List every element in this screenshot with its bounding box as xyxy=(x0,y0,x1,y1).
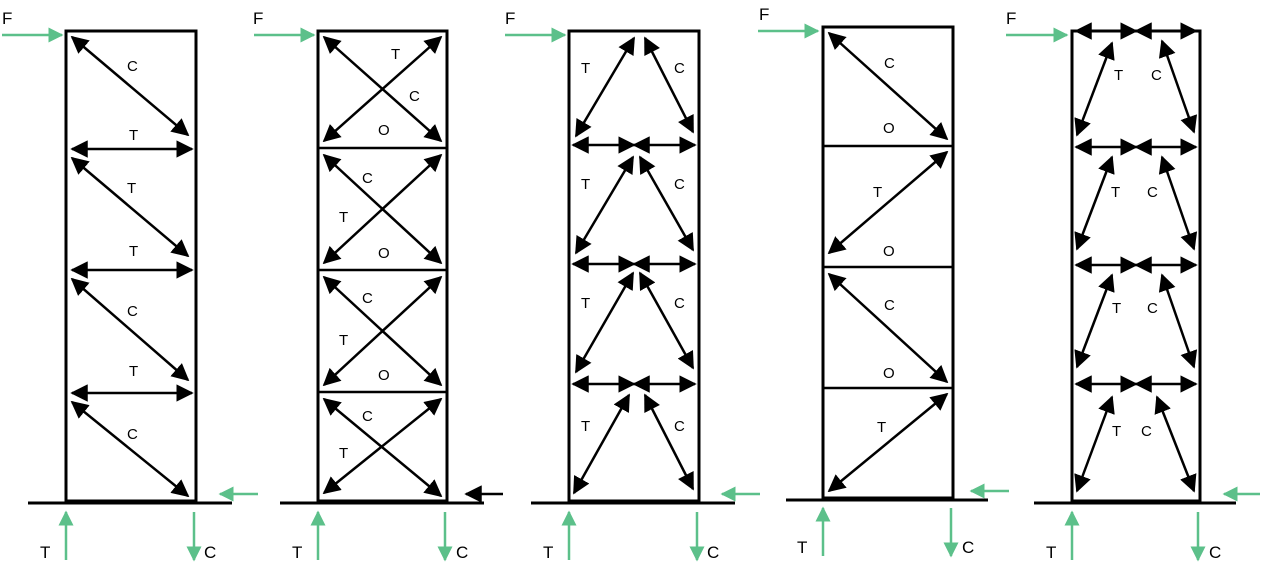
frame-1-label-4: T xyxy=(129,243,138,260)
frame-5-strut-2-right xyxy=(1158,155,1198,251)
frame-5-force-label: F xyxy=(1006,9,1016,28)
frame-1-reaction-left-label: T xyxy=(40,543,50,562)
frame-1-force-label: F xyxy=(2,9,12,28)
frame-5-reaction-right-label: C xyxy=(1209,543,1221,562)
frame-5-strut-3-right xyxy=(1158,273,1198,369)
frame-4: C O T O C O T F T C xyxy=(758,5,1009,558)
frame-3-label-7: T xyxy=(581,418,590,435)
frame-2-label-1: T xyxy=(391,46,400,63)
frame-1: C T T T C T C F T C xyxy=(2,9,258,562)
frame-1-label-6: T xyxy=(129,363,138,380)
frame-5-reaction-left-label: T xyxy=(1046,543,1056,562)
frame-2-diagonal-1b xyxy=(322,35,443,143)
frame-5-strut-4-left xyxy=(1074,395,1115,493)
frame-1-label-1: C xyxy=(127,58,138,75)
frame-4-label-1: C xyxy=(884,55,895,72)
frame-2-reaction-right-label: C xyxy=(456,543,468,562)
frame-2: T C O C T O C T O C T F T C xyxy=(253,9,503,562)
frame-2-label-10: C xyxy=(362,408,373,425)
frame-4-diagonal-1 xyxy=(827,31,949,141)
frame-4-reaction-right-label: C xyxy=(962,538,974,557)
frame-4-label-4: O xyxy=(883,243,895,260)
frame-5-label-2: C xyxy=(1151,67,1162,84)
frame-5-strut-1-right xyxy=(1158,39,1198,134)
frame-2-label-3: O xyxy=(378,122,390,139)
frame-3-label-2: C xyxy=(674,60,685,77)
frame-1-diagonal-2 xyxy=(70,156,190,258)
frame-1-diagonal-4 xyxy=(70,400,190,498)
frame-3-label-4: C xyxy=(674,176,685,193)
frame-4-label-3: T xyxy=(873,184,882,201)
frame-2-reaction-left-label: T xyxy=(292,543,302,562)
frame-5-label-4: C xyxy=(1147,184,1158,201)
frame-5-strut-4-right xyxy=(1154,395,1197,493)
frame-1-label-5: C xyxy=(127,303,138,320)
frame-3-strut-1-right xyxy=(643,36,695,134)
frame-1-label-7: C xyxy=(127,426,138,443)
frame-4-force-label: F xyxy=(759,5,769,24)
frame-3-outline xyxy=(567,29,701,503)
frame-1-reaction-right-label: C xyxy=(204,543,216,562)
frame-2-label-5: T xyxy=(339,209,348,226)
frame-1-label-2: T xyxy=(129,127,138,144)
frame-2-label-7: C xyxy=(362,290,373,307)
frame-4-outline xyxy=(821,25,955,500)
frame-5-label-1: T xyxy=(1114,67,1123,84)
frame-5-label-5: T xyxy=(1112,300,1121,317)
frame-3-label-1: T xyxy=(581,60,590,77)
frame-5: T C T C T C T C F T C xyxy=(1006,9,1260,562)
frame-4-label-7: T xyxy=(877,419,886,436)
frame-4-label-2: O xyxy=(883,120,895,137)
frame-3-strut-3-right xyxy=(638,271,695,370)
frame-2-force-label: F xyxy=(253,9,263,28)
frame-1-diagonal-1 xyxy=(70,35,190,137)
frame-4-reaction-left-label: T xyxy=(797,538,807,557)
frame-3-strut-1-left xyxy=(574,36,636,138)
frame-3-reaction-right-label: C xyxy=(707,543,719,562)
frame-3-strut-2-left xyxy=(574,155,635,255)
frame-5-label-6: C xyxy=(1147,300,1158,317)
frame-5-strut-3-left xyxy=(1074,273,1115,369)
frame-3-label-5: T xyxy=(581,295,590,312)
frame-3-strut-4-right xyxy=(643,393,695,491)
frame-2-label-11: T xyxy=(339,445,348,462)
frame-3-strut-4-left xyxy=(572,393,631,495)
frame-1-diagonal-3 xyxy=(70,277,190,382)
frame-3-label-3: T xyxy=(581,176,590,193)
frame-3-force-label: F xyxy=(505,9,515,28)
frame-2-label-8: T xyxy=(339,332,348,349)
frame-5-label-7: T xyxy=(1112,423,1121,440)
frame-2-label-6: O xyxy=(378,245,390,262)
frame-4-diagonal-4 xyxy=(827,392,949,493)
frame-3-strut-3-left xyxy=(574,271,635,374)
frame-5-strut-2-left xyxy=(1074,155,1115,251)
frame-2-diagonal-3b xyxy=(322,275,443,387)
frame-1-outline xyxy=(64,29,198,503)
frame-1-label-3: T xyxy=(127,180,136,197)
frame-2-diagonal-4b xyxy=(322,397,443,495)
frame-2-label-2: C xyxy=(409,88,420,105)
frame-3-label-8: C xyxy=(674,418,685,435)
frame-3-strut-2-right xyxy=(638,155,695,252)
frame-2-diagonal-2b xyxy=(322,153,443,265)
frame-2-outline xyxy=(316,29,449,503)
frame-4-diagonal-3 xyxy=(827,272,949,384)
frame-3-reaction-left-label: T xyxy=(543,543,553,562)
frame-4-label-6: O xyxy=(883,365,895,382)
frame-2-label-9: O xyxy=(378,367,390,384)
frame-2-label-4: C xyxy=(362,170,373,187)
frame-3: T C T C T C T C F T C xyxy=(505,9,760,562)
frame-4-diagonal-2 xyxy=(827,150,949,255)
frame-5-strut-1-left xyxy=(1074,41,1115,137)
frame-4-label-5: C xyxy=(884,297,895,314)
frame-3-label-6: C xyxy=(674,295,685,312)
frame-5-label-8: C xyxy=(1141,423,1152,440)
frame-5-label-3: T xyxy=(1111,184,1120,201)
